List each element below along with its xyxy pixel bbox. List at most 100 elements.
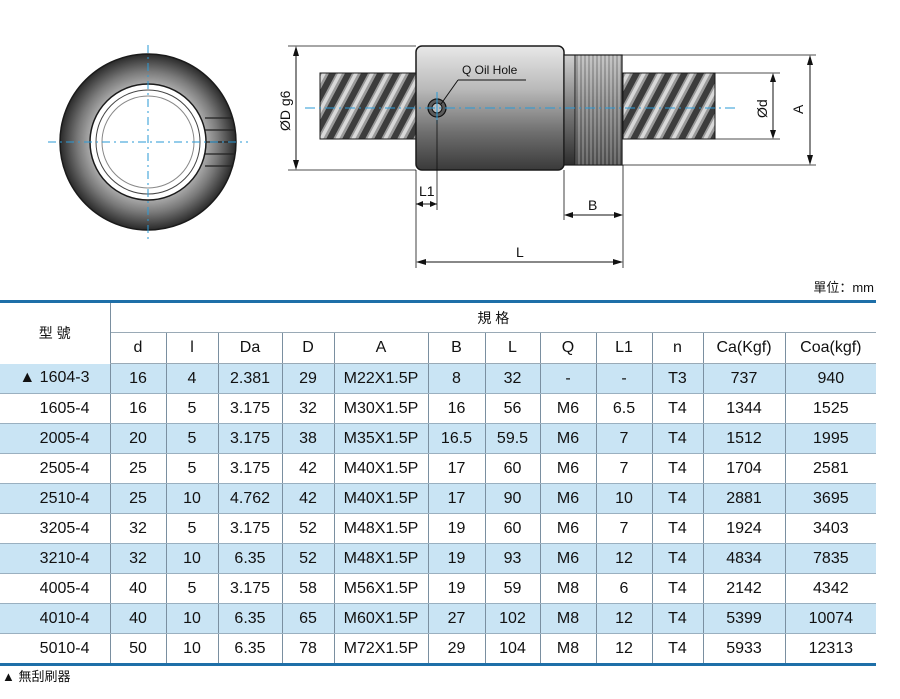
unit-note: 單位：mm xyxy=(813,280,874,295)
table-cell: 3.175 xyxy=(217,423,282,454)
column-header: Coa(kgf) xyxy=(784,332,877,364)
table-cell: 3.175 xyxy=(217,393,282,424)
table-cell: M40X1.5P xyxy=(333,483,428,514)
table-cell: M6 xyxy=(539,453,596,484)
table-cell: 32 xyxy=(109,543,166,574)
table-cell: 42 xyxy=(281,453,334,484)
table-cell: 7 xyxy=(595,513,652,544)
table-cell: 90 xyxy=(484,483,540,514)
table-cell: T4 xyxy=(651,423,703,454)
table-cell: 12 xyxy=(595,543,652,574)
table-cell: M72X1.5P xyxy=(333,633,428,666)
table-cell: 1995 xyxy=(784,423,877,454)
table-cell: 42 xyxy=(281,483,334,514)
table-cell: 38 xyxy=(281,423,334,454)
table-cell: 102 xyxy=(484,603,540,634)
table-cell: 10 xyxy=(595,483,652,514)
table-cell: M60X1.5P xyxy=(333,603,428,634)
table-cell: 17 xyxy=(427,453,485,484)
table-cell: 4834 xyxy=(702,543,785,574)
column-header: Ca(Kgf) xyxy=(702,332,785,364)
table-cell: 50 xyxy=(109,633,166,666)
model-cell: 1605-4 xyxy=(0,393,110,424)
table-cell: 58 xyxy=(281,573,334,604)
table-cell: 5 xyxy=(165,393,218,424)
column-header: A xyxy=(333,332,428,364)
table-cell: 19 xyxy=(427,573,485,604)
table-cell: 60 xyxy=(484,453,540,484)
column-header: d xyxy=(109,332,166,364)
oil-hole-label: Q Oil Hole xyxy=(462,63,518,77)
table-cell: 2881 xyxy=(702,483,785,514)
table-cell: 5 xyxy=(165,453,218,484)
table-cell: M56X1.5P xyxy=(333,573,428,604)
table-cell: M8 xyxy=(539,603,596,634)
table-cell: T4 xyxy=(651,633,703,666)
column-header: L xyxy=(484,332,540,364)
table-cell: 12 xyxy=(595,603,652,634)
table-cell: M8 xyxy=(539,573,596,604)
table-cell: M6 xyxy=(539,393,596,424)
table-cell: 52 xyxy=(281,543,334,574)
table-cell: 5 xyxy=(165,573,218,604)
table-cell: 40 xyxy=(109,573,166,604)
table-cell: 27 xyxy=(427,603,485,634)
table-cell: 6 xyxy=(595,573,652,604)
table-cell: 20 xyxy=(109,423,166,454)
table-cell: 25 xyxy=(109,483,166,514)
dim-B-label: B xyxy=(588,197,597,213)
table-cell: 19 xyxy=(427,513,485,544)
table-cell: 16.5 xyxy=(427,423,485,454)
side-view: Q Oil Hole ØD g6 Ød A L1 B L xyxy=(277,45,816,268)
table-cell: 4 xyxy=(165,363,218,394)
table-cell: 940 xyxy=(784,363,877,394)
table-cell: 59 xyxy=(484,573,540,604)
table-cell: 3.175 xyxy=(217,513,282,544)
model-cell: 4005-4 xyxy=(0,573,110,604)
table-cell: 2142 xyxy=(702,573,785,604)
column-header: Q xyxy=(539,332,596,364)
model-header: 型 號 xyxy=(0,300,110,364)
table-cell: 65 xyxy=(281,603,334,634)
table-cell: 16 xyxy=(109,393,166,424)
table-cell: 17 xyxy=(427,483,485,514)
footnote: ▲ 無刮刷器 xyxy=(2,669,71,684)
table-cell: - xyxy=(595,363,652,394)
table-cell: 6.5 xyxy=(595,393,652,424)
table-cell: 60 xyxy=(484,513,540,544)
table-cell: 1924 xyxy=(702,513,785,544)
table-cell: 1704 xyxy=(702,453,785,484)
table-cell: 52 xyxy=(281,513,334,544)
table-cell: 7 xyxy=(595,453,652,484)
table-cell: 5 xyxy=(165,513,218,544)
table-cell: 6.35 xyxy=(217,603,282,634)
table-cell: 59.5 xyxy=(484,423,540,454)
table-header-top: 型 號 規 格 xyxy=(0,300,877,364)
table-cell: 19 xyxy=(427,543,485,574)
table-cell: 32 xyxy=(281,393,334,424)
table-cell: T4 xyxy=(651,573,703,604)
table-cell: 4.762 xyxy=(217,483,282,514)
table-cell: M35X1.5P xyxy=(333,423,428,454)
dim-A-label: A xyxy=(790,104,806,114)
table-cell: 5399 xyxy=(702,603,785,634)
spec-header: 規 格 xyxy=(109,300,877,333)
table-cell: 5933 xyxy=(702,633,785,666)
table-cell: 29 xyxy=(281,363,334,394)
table-cell: M30X1.5P xyxy=(333,393,428,424)
table-cell: M48X1.5P xyxy=(333,513,428,544)
dim-d-label: Ød xyxy=(754,99,770,118)
model-cell: 2510-4 xyxy=(0,483,110,514)
dim-D-label: ØD g6 xyxy=(277,90,293,131)
table-cell: 7 xyxy=(595,423,652,454)
table-cell: M6 xyxy=(539,423,596,454)
